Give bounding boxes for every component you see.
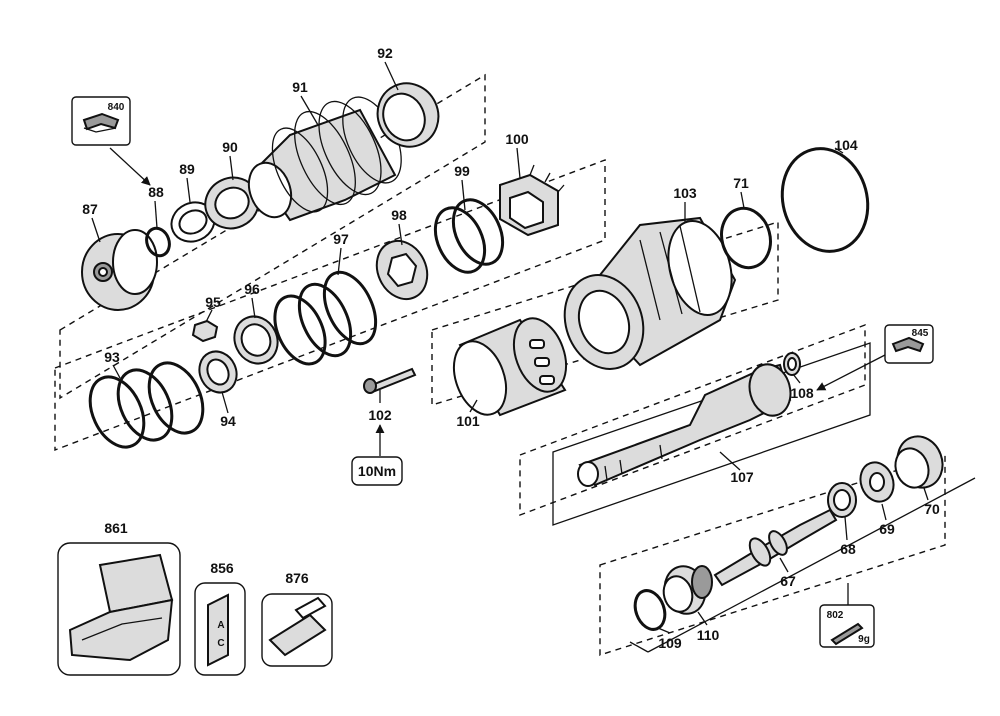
callout-89: 89 xyxy=(179,161,195,177)
callout-861: 861 xyxy=(104,520,128,536)
callout-93: 93 xyxy=(104,349,120,365)
callout-100: 100 xyxy=(505,131,529,147)
svg-text:A: A xyxy=(217,620,224,631)
part-94-washer xyxy=(198,350,238,394)
part-96-ring xyxy=(233,315,279,365)
part-97-spring xyxy=(273,270,378,366)
callout-856: 856 xyxy=(210,560,234,576)
callout-109: 109 xyxy=(658,635,682,651)
part-69-cam xyxy=(859,461,895,503)
callout-70: 70 xyxy=(924,501,940,517)
callout-99: 99 xyxy=(454,163,470,179)
callout-103: 103 xyxy=(673,185,697,201)
part-67-striker xyxy=(713,508,838,587)
torque-box xyxy=(351,456,403,486)
part-802-grease-box xyxy=(819,583,875,648)
callout-67: 67 xyxy=(780,573,796,589)
callout-101: 101 xyxy=(456,413,480,429)
part-101-cam-sleeve xyxy=(452,317,568,417)
callout-labels: 92 91 90 89 88 87 100 99 98 97 96 95 94 … xyxy=(82,45,940,651)
callout-104: 104 xyxy=(834,137,858,153)
callout-92: 92 xyxy=(377,45,393,61)
lower-bracket-left xyxy=(629,641,649,653)
callout-91: 91 xyxy=(292,79,308,95)
part-70-sleeve xyxy=(894,435,944,489)
callout-98: 98 xyxy=(391,207,407,223)
callout-95: 95 xyxy=(205,294,221,310)
part-104-o-ring xyxy=(780,147,870,253)
callout-107: 107 xyxy=(730,469,754,485)
part-90-seal xyxy=(204,176,260,230)
part-98-hex-ring xyxy=(375,239,429,301)
spindle-group-outline xyxy=(519,323,866,517)
lower-bracket xyxy=(647,477,976,653)
callout-87: 87 xyxy=(82,201,98,217)
part-100-hex-nut xyxy=(499,164,565,237)
callout-108: 108 xyxy=(790,385,814,401)
callout-71: 71 xyxy=(733,175,749,191)
part-68-ring xyxy=(827,482,857,518)
part-93-spring-rings xyxy=(88,361,205,449)
part-108-washer xyxy=(783,352,801,376)
callout-110: 110 xyxy=(697,627,720,643)
part-856-label: A C xyxy=(194,582,246,676)
part-110-piston-cup xyxy=(662,565,713,615)
callout-97: 97 xyxy=(333,231,349,247)
grease-amount: 9g xyxy=(858,634,870,645)
callout-96: 96 xyxy=(244,281,260,297)
callout-876: 876 xyxy=(285,570,309,586)
part-109-o-ring xyxy=(633,589,667,631)
part-102-screw xyxy=(363,367,417,394)
part-88-ring xyxy=(145,226,171,258)
leader-lines xyxy=(91,61,929,634)
part-876-manual-box xyxy=(261,593,333,667)
callout-802: 802 xyxy=(827,610,844,621)
part-103-gear-housing xyxy=(563,216,737,370)
part-861-carry-case xyxy=(57,542,181,676)
part-840-icon-box: 840 xyxy=(71,96,151,186)
svg-text:840: 840 xyxy=(108,102,125,113)
part-91-bellows xyxy=(247,96,402,222)
part-845-icon-box: 845 xyxy=(816,324,934,391)
svg-text:845: 845 xyxy=(912,328,929,339)
part-71-o-ring xyxy=(720,206,772,270)
svg-text:C: C xyxy=(217,638,224,649)
callout-90: 90 xyxy=(222,139,238,155)
lower-right-group-outline xyxy=(599,454,946,656)
torque-value: 10Nm xyxy=(358,463,396,479)
part-92-ring xyxy=(376,82,440,148)
callout-88: 88 xyxy=(148,184,164,200)
callout-94: 94 xyxy=(220,413,236,429)
callout-102: 102 xyxy=(368,407,392,423)
part-95-key xyxy=(191,319,219,343)
center-group-outline xyxy=(431,221,779,406)
part-107-spindle xyxy=(577,363,792,487)
callout-69: 69 xyxy=(879,521,895,537)
callout-68: 68 xyxy=(840,541,856,557)
part-87-dust-cap xyxy=(81,229,158,311)
